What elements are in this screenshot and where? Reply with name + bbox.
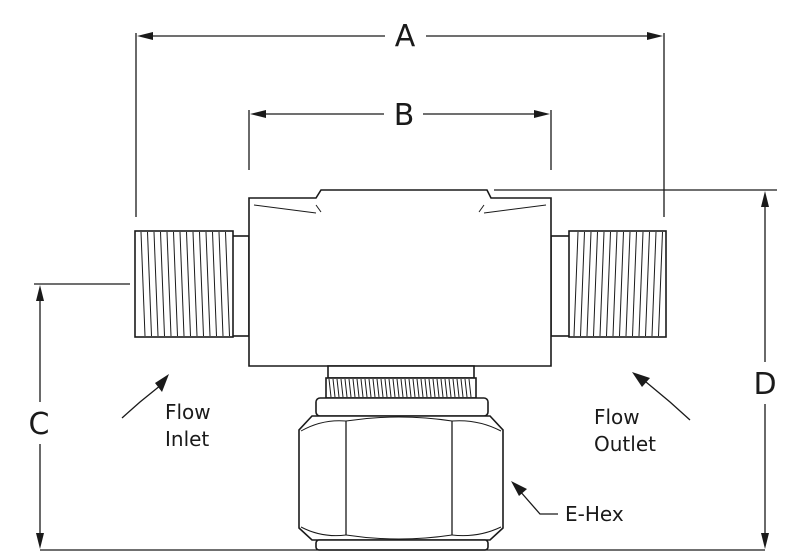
callout-e-hex: E-Hex: [511, 481, 624, 526]
inlet-text-line2: Inlet: [165, 427, 209, 451]
tee-body: [248, 189, 552, 367]
thread-line: [225, 231, 230, 337]
callout-flow-inlet: Flow Inlet: [121, 374, 211, 451]
thread-line: [651, 231, 657, 337]
thread-line: [593, 231, 598, 337]
thread-line: [619, 231, 624, 337]
thread-line: [448, 378, 452, 398]
outlet-text-line2: Outlet: [594, 432, 656, 456]
thread-line: [428, 378, 432, 398]
thread-line: [147, 231, 152, 337]
dimension-b: B: [248, 98, 552, 170]
thread-line: [153, 231, 159, 337]
outlet-text-line1: Flow: [594, 405, 640, 429]
thread-line: [444, 378, 448, 398]
thread-line: [599, 231, 605, 337]
thread-line: [368, 378, 372, 398]
thread-line: [332, 378, 336, 398]
thread-line: [173, 231, 178, 337]
branch-neck: [325, 365, 477, 399]
thread-line: [352, 378, 356, 398]
thread-line: [340, 378, 344, 398]
thread-line: [468, 378, 472, 398]
dimension-d: D: [494, 189, 777, 549]
thread-line: [396, 378, 400, 398]
thread-line: [404, 378, 408, 398]
dimension-b-label: B: [394, 98, 415, 133]
thread-line: [412, 378, 416, 398]
thread-line: [212, 231, 217, 337]
thread-line: [218, 231, 224, 337]
thread-line: [638, 231, 644, 337]
thread-line: [344, 378, 348, 398]
thread-line: [376, 378, 380, 398]
thread-line: [612, 231, 618, 337]
thread-line: [186, 231, 191, 337]
dimension-d-label: D: [753, 367, 776, 402]
thread-line: [408, 378, 412, 398]
thread-line: [179, 231, 185, 337]
thread-line: [420, 378, 424, 398]
thread-line: [384, 378, 388, 398]
outlet-port: [550, 230, 667, 338]
thread-line: [632, 231, 637, 337]
thread-line: [392, 378, 396, 398]
dimension-c-label: C: [29, 407, 50, 442]
thread-line: [160, 231, 165, 337]
thread-line: [606, 231, 611, 337]
thread-line: [380, 378, 384, 398]
thread-line: [436, 378, 440, 398]
thread-line: [625, 231, 631, 337]
thread-line: [328, 378, 332, 398]
thread-line: [645, 231, 650, 337]
thread-line: [192, 231, 198, 337]
thread-line: [658, 231, 663, 337]
thread-line: [573, 231, 579, 337]
thread-line: [356, 378, 360, 398]
dimension-c: C: [29, 283, 130, 549]
inlet-port: [134, 230, 250, 338]
thread-line: [580, 231, 585, 337]
e-hex-text: E-Hex: [565, 502, 624, 526]
thread-line: [336, 378, 340, 398]
thread-line: [140, 231, 146, 337]
thread-line: [424, 378, 428, 398]
thread-line: [440, 378, 444, 398]
thread-line: [360, 378, 364, 398]
thread-line: [452, 378, 456, 398]
thread-line: [460, 378, 464, 398]
tee-fitting: [134, 189, 667, 551]
thread-line: [416, 378, 420, 398]
thread-line: [586, 231, 592, 337]
callout-flow-outlet: Flow Outlet: [594, 372, 691, 456]
thread-line: [432, 378, 436, 398]
thread-line: [464, 378, 468, 398]
thread-line: [388, 378, 392, 398]
thread-line: [372, 378, 376, 398]
thread-line: [400, 378, 404, 398]
dimension-a: A: [135, 19, 665, 217]
inlet-text-line1: Flow: [165, 400, 211, 424]
thread-line: [348, 378, 352, 398]
thread-line: [205, 231, 211, 337]
thread-line: [199, 231, 204, 337]
dimension-a-label: A: [395, 19, 416, 54]
e-hex-nut: [298, 397, 504, 551]
thread-line: [456, 378, 460, 398]
thread-line: [166, 231, 172, 337]
thread-line: [364, 378, 368, 398]
